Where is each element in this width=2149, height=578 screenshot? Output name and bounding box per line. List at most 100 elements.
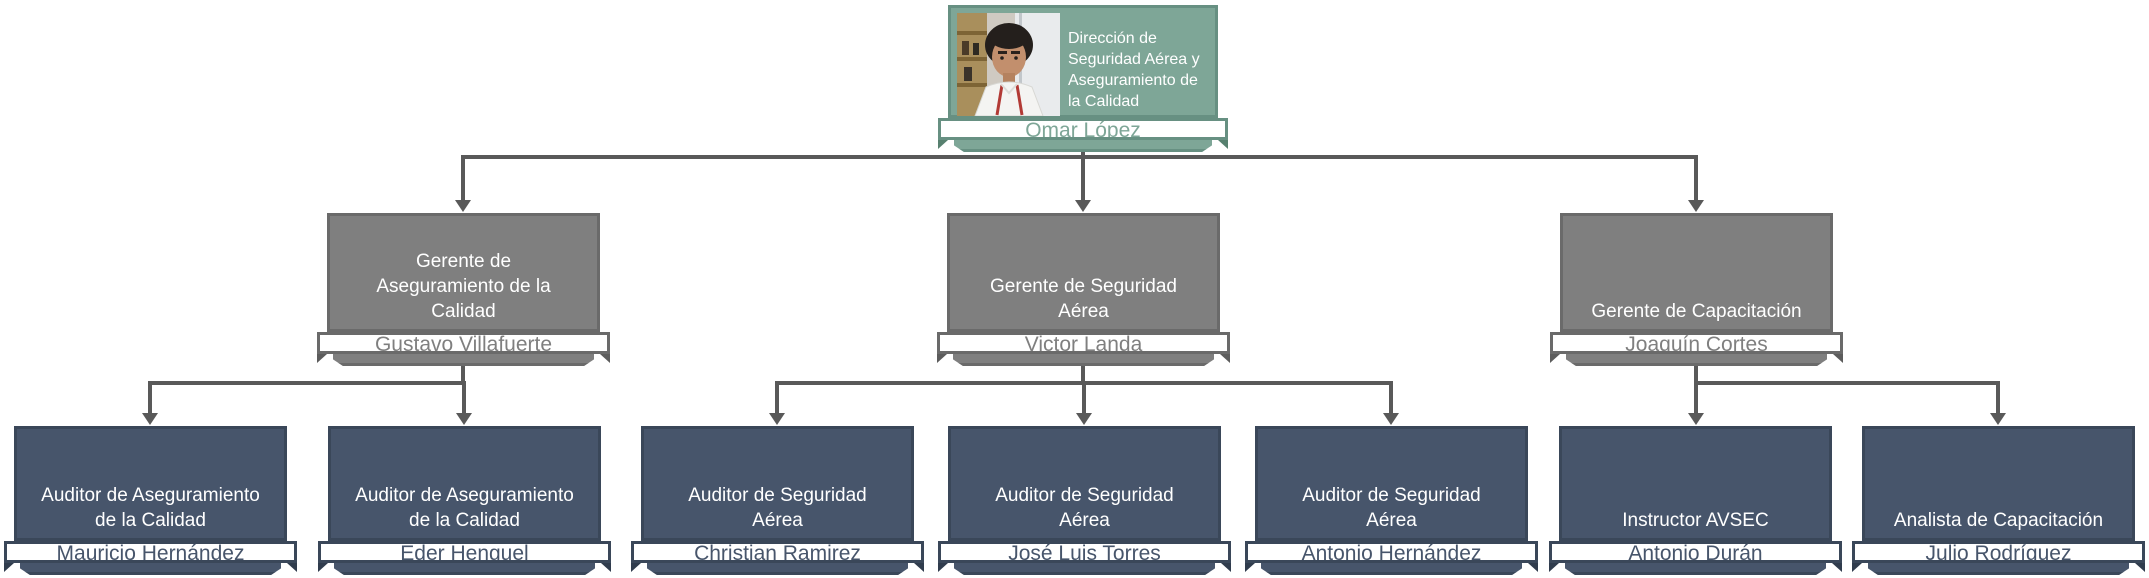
ribbon-fold-left — [938, 563, 948, 572]
ribbon-tail — [20, 563, 281, 575]
connector-gustavo-stub — [461, 364, 465, 383]
ribbon-fold-right — [601, 563, 611, 572]
ribbon-fold-right — [600, 354, 610, 363]
ribbon-fold-right — [1833, 354, 1843, 363]
node-box: Auditor de Aseguramiento de la Calidad — [14, 426, 287, 541]
portrait-photo — [957, 13, 1060, 116]
node-title: Gerente de Aseguramiento de la Calidad — [376, 251, 551, 322]
node-person-name: Antonio Durán — [1628, 542, 1763, 563]
connector-drop-staff-6 — [1694, 381, 1698, 414]
node-box: Auditor de Seguridad Aérea — [948, 426, 1221, 541]
arrowhead-icon — [456, 413, 472, 425]
node-name-plate: Antonio Hernández — [1245, 541, 1538, 563]
ribbon-fold-left — [938, 140, 948, 149]
node-title: Gerente de Capacitación — [1591, 301, 1802, 322]
org-node-instructor-avsec[interactable]: Instructor AVSEC Antonio Durán — [1549, 426, 1842, 541]
arrowhead-icon — [1990, 413, 2006, 425]
ribbon-fold-right — [1832, 563, 1842, 572]
node-person-name: Omar López — [1025, 119, 1141, 140]
org-node-auditor-aseguramiento-2[interactable]: Auditor de Aseguramiento de la Calidad E… — [318, 426, 611, 541]
ribbon-tail — [334, 563, 595, 575]
node-person-name: Eder Henguel — [400, 542, 529, 563]
node-person-name: Julio Rodríguez — [1925, 542, 2072, 563]
org-node-auditor-aseguramiento-1[interactable]: Auditor de Aseguramiento de la Calidad M… — [4, 426, 297, 541]
node-title: Auditor de Aseguramiento de la Calidad — [355, 485, 574, 531]
node-name-plate: Eder Henguel — [318, 541, 611, 563]
ribbon-fold-left — [1245, 563, 1255, 572]
ribbon-fold-right — [1221, 563, 1231, 572]
org-node-auditor-seguridad-3[interactable]: Auditor de Seguridad Aérea Antonio Herná… — [1245, 426, 1538, 541]
node-person-name: Mauricio Hernández — [56, 542, 245, 563]
connector-drop-manager-1 — [461, 155, 465, 201]
node-box: Auditor de Seguridad Aérea — [641, 426, 914, 541]
connector-root-rail — [461, 155, 1698, 159]
node-title: Auditor de Aseguramiento de la Calidad — [41, 485, 260, 531]
node-title: Instructor AVSEC — [1622, 510, 1769, 531]
node-box: Gerente de Seguridad Aérea — [947, 213, 1220, 332]
connector-drop-manager-2 — [1081, 155, 1085, 201]
node-name-plate: Julio Rodríguez — [1852, 541, 2145, 563]
node-person-name: Christian Ramirez — [694, 542, 861, 563]
connector-joaquin-rail — [1694, 381, 2000, 385]
node-box: Gerente de Aseguramiento de la Calidad — [327, 213, 600, 332]
arrowhead-icon — [1688, 413, 1704, 425]
arrowhead-icon — [455, 200, 471, 212]
ribbon-tail — [954, 563, 1215, 575]
connector-drop-staff-2 — [462, 381, 466, 414]
ribbon-fold-left — [4, 563, 14, 572]
node-name-plate: Antonio Durán — [1549, 541, 1842, 563]
connector-drop-staff-4 — [1082, 381, 1086, 414]
connector-drop-manager-3 — [1694, 155, 1698, 201]
ribbon-tail — [954, 140, 1212, 152]
node-title: Analista de Capacitación — [1893, 510, 2104, 531]
connector-drop-staff-1 — [148, 381, 152, 414]
connector-gustavo-rail — [148, 381, 466, 385]
connector-drop-staff-7 — [1996, 381, 2000, 414]
ribbon-fold-right — [287, 563, 297, 572]
ribbon-fold-left — [937, 354, 947, 363]
node-name-plate: José Luis Torres — [938, 541, 1231, 563]
node-title: Auditor de Seguridad Aérea — [688, 485, 867, 531]
ribbon-tail — [1566, 354, 1827, 366]
node-person-name: Victor Landa — [1024, 333, 1143, 354]
node-title: Auditor de Seguridad Aérea — [995, 485, 1174, 531]
node-person-name: José Luis Torres — [1008, 542, 1161, 563]
connector-drop-staff-5 — [1389, 381, 1393, 414]
node-title: Gerente de Seguridad Aérea — [990, 276, 1177, 322]
node-box: Instructor AVSEC — [1559, 426, 1832, 541]
ribbon-tail — [953, 354, 1214, 366]
node-name-plate: Joaquín Cortes — [1550, 332, 1843, 354]
ribbon-tail — [1868, 563, 2129, 575]
node-box: Dirección de Seguridad Aérea y Asegurami… — [948, 5, 1218, 118]
connector-drop-staff-3 — [775, 381, 779, 414]
org-node-auditor-seguridad-2[interactable]: Auditor de Seguridad Aérea José Luis Tor… — [938, 426, 1231, 541]
node-box: Auditor de Seguridad Aérea — [1255, 426, 1528, 541]
arrowhead-icon — [142, 413, 158, 425]
node-person-name: Gustavo Villafuerte — [374, 333, 553, 354]
connector-victor-stub — [1081, 364, 1085, 383]
node-name-plate: Omar López — [938, 118, 1228, 140]
org-node-gerente-aseguramiento[interactable]: Gerente de Aseguramiento de la Calidad G… — [317, 213, 610, 332]
org-node-auditor-seguridad-1[interactable]: Auditor de Seguridad Aérea Christian Ram… — [631, 426, 924, 541]
org-node-direccion[interactable]: Dirección de Seguridad Aérea y Asegurami… — [938, 5, 1228, 118]
ribbon-fold-right — [1528, 563, 1538, 572]
ribbon-fold-left — [317, 354, 327, 363]
ribbon-tail — [1261, 563, 1522, 575]
node-name-plate: Christian Ramirez — [631, 541, 924, 563]
org-node-analista-capacitacion[interactable]: Analista de Capacitación Julio Rodríguez — [1852, 426, 2145, 541]
connector-joaquin-stub — [1694, 364, 1698, 383]
org-node-gerente-seguridad[interactable]: Gerente de Seguridad Aérea Victor Landa — [937, 213, 1230, 332]
ribbon-fold-right — [1218, 140, 1228, 149]
ribbon-fold-right — [914, 563, 924, 572]
arrowhead-icon — [1076, 413, 1092, 425]
node-title: Auditor de Seguridad Aérea — [1302, 485, 1481, 531]
node-title: Dirección de Seguridad Aérea y Asegurami… — [1068, 30, 1200, 110]
node-name-plate: Victor Landa — [937, 332, 1230, 354]
org-node-gerente-capacitacion[interactable]: Gerente de Capacitación Joaquín Cortes — [1550, 213, 1843, 332]
node-name-plate: Gustavo Villafuerte — [317, 332, 610, 354]
ribbon-fold-left — [1550, 354, 1560, 363]
node-box: Auditor de Aseguramiento de la Calidad — [328, 426, 601, 541]
ribbon-fold-right — [2135, 563, 2145, 572]
connector-root-stub — [1081, 149, 1085, 157]
